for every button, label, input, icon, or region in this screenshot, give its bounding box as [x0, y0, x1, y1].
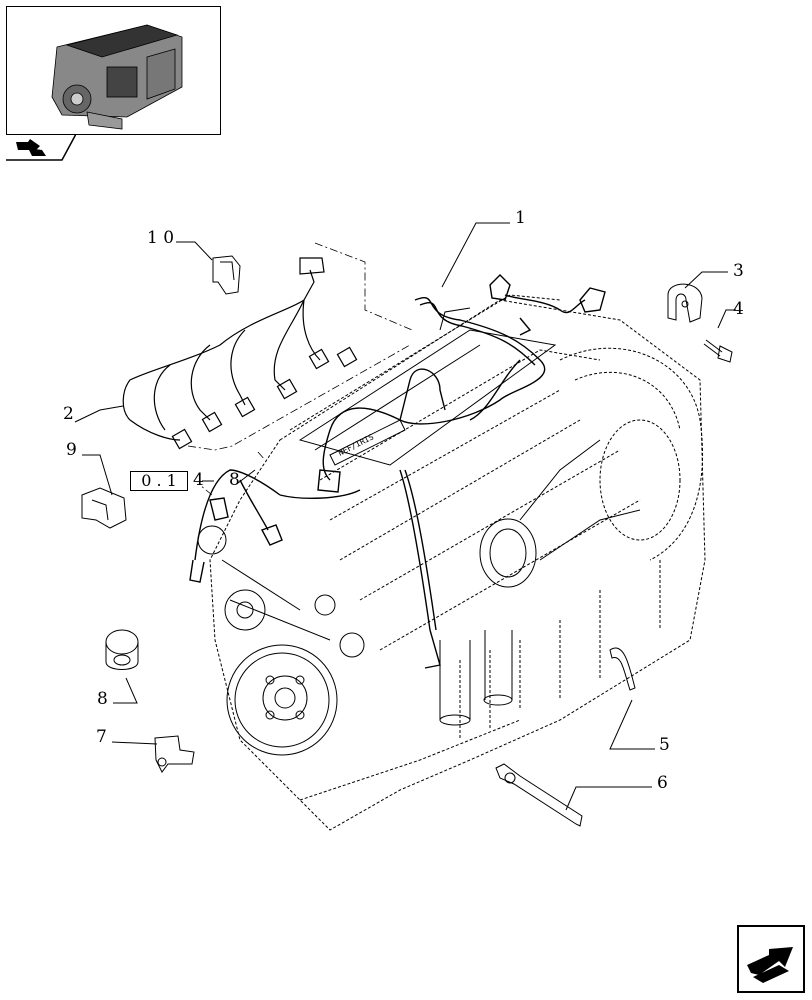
part-10-clip	[212, 255, 241, 295]
part-7-sensor	[154, 735, 195, 773]
next-page-arrow-icon[interactable]	[739, 927, 803, 991]
callout-8: 8	[97, 689, 108, 709]
main-wiring-harness	[189, 274, 606, 669]
callout-6: 6	[657, 773, 668, 793]
belt-pulleys	[197, 525, 365, 658]
part-5-cable-tie	[609, 647, 636, 691]
callout-2: 2	[63, 404, 74, 424]
callout-9: 9	[66, 440, 77, 460]
intake-duct	[559, 347, 703, 561]
part-8-grommet	[105, 629, 139, 670]
reference-box-0-1[interactable]: 0 . 1	[130, 471, 188, 491]
assembly-guide-lines	[187, 242, 413, 496]
back-tab-icon[interactable]	[6, 133, 78, 162]
next-page-button[interactable]	[737, 925, 805, 993]
callout-8-harness: 8	[229, 470, 240, 490]
injector-harness	[122, 257, 358, 450]
callout-10: 1 0	[147, 228, 175, 248]
part-6-strap	[495, 763, 583, 827]
callout-leaders	[74, 222, 736, 811]
callout-4: 4	[733, 299, 744, 319]
fuel-filters	[439, 630, 513, 726]
engine-block	[209, 294, 706, 831]
part-4-bolt	[703, 339, 733, 363]
back-tab[interactable]	[6, 133, 78, 162]
crank-pulley	[226, 644, 338, 756]
callout-7: 7	[96, 727, 107, 747]
callout-5: 5	[659, 735, 670, 755]
part-9-bracket	[81, 487, 127, 529]
callout-4-harness: 4	[193, 470, 204, 490]
engine-thumbnail-icon	[51, 24, 183, 130]
callout-3: 3	[733, 261, 744, 281]
rocker-cover	[298, 307, 557, 466]
brand-plate	[329, 419, 406, 466]
callout-1: 1	[515, 208, 526, 228]
turbocharger	[479, 439, 641, 588]
engine-thumbnail	[6, 6, 221, 135]
part-3-p-clamp	[667, 283, 703, 323]
